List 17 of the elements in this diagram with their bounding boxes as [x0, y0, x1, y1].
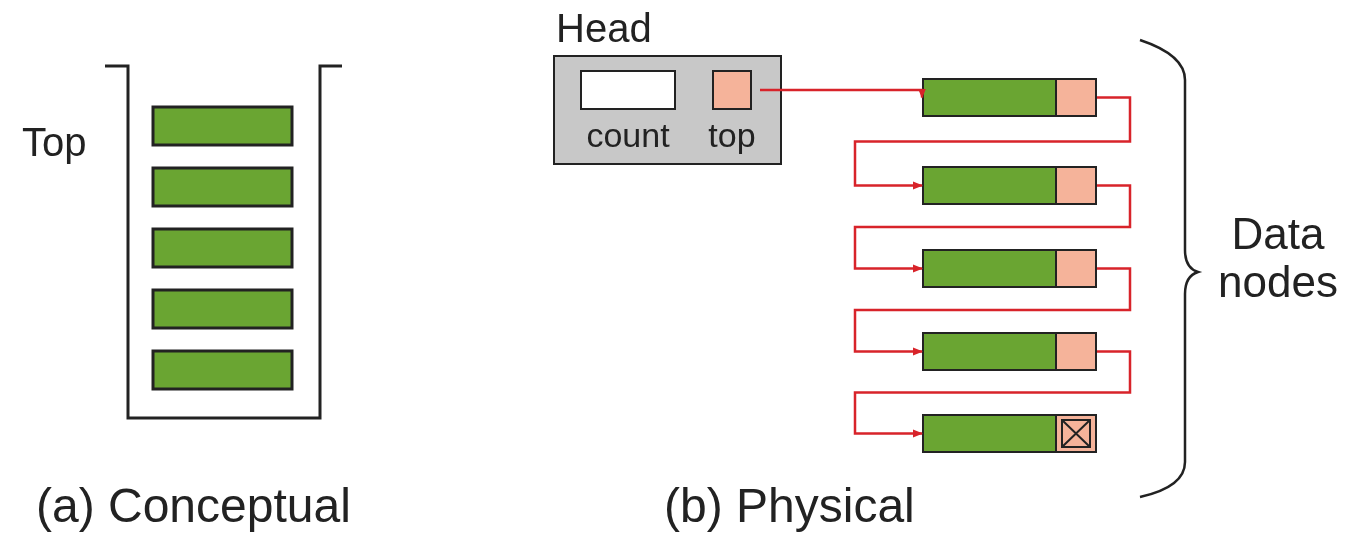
- figure-caption: (a) Conceptual: [36, 482, 351, 530]
- list-node-bar: [922, 249, 1097, 288]
- field-label: count: [585, 118, 671, 152]
- arrow: [853, 184, 1132, 273]
- heading: Head: [556, 8, 652, 48]
- figure-caption: (b) Physical: [664, 482, 915, 530]
- list-node-bar: [922, 332, 1097, 371]
- list-node-bar: [922, 166, 1097, 205]
- list-node-bar: [922, 414, 1097, 453]
- stack-top-label: Top: [22, 122, 87, 162]
- arrow: [853, 350, 1132, 438]
- field-label: top: [707, 118, 757, 152]
- arrow: [853, 96, 1132, 190]
- list-node-bar: [922, 78, 1097, 117]
- bracket-label: Data nodes: [1217, 210, 1339, 307]
- arrow: [853, 267, 1132, 356]
- arrow: [760, 88, 926, 99]
